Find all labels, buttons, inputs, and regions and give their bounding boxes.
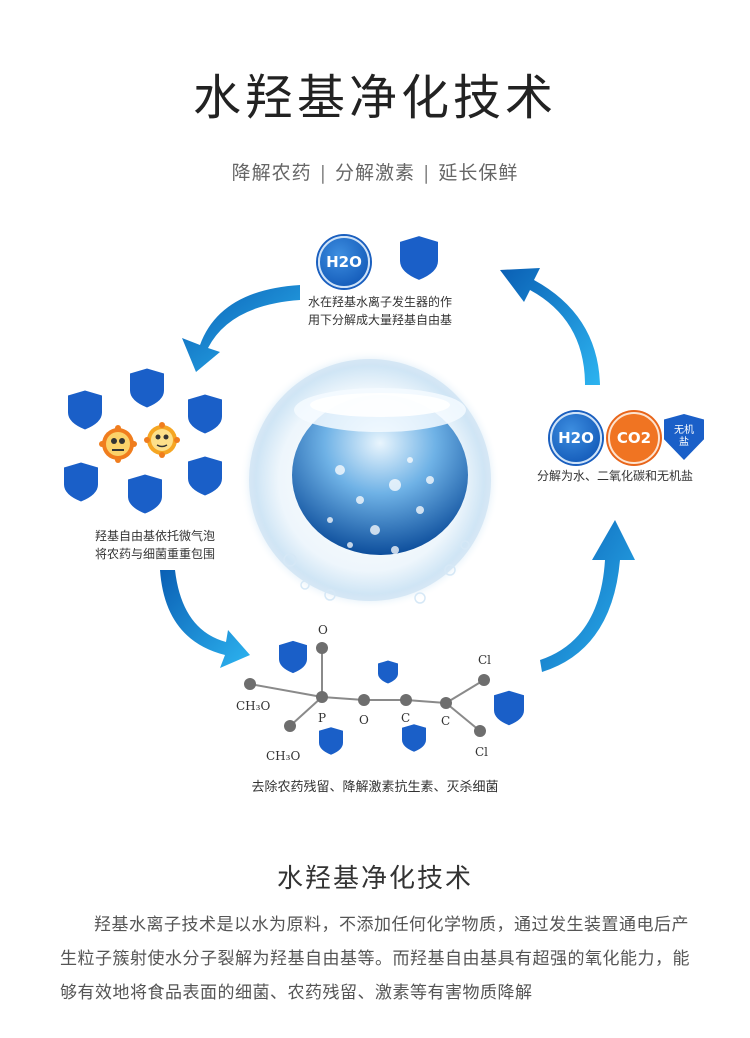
right-step-caption: 分解为水、二氧化碳和无机盐 [536, 469, 693, 483]
caption-line: 羟基自由基依托微气泡 [94, 529, 215, 543]
atom-label-c: C [441, 714, 450, 728]
h2o-badge: H2O [318, 236, 370, 288]
atom-label-ch3o: CH₃O [266, 749, 300, 763]
curved-arrow-icon [182, 285, 300, 372]
shield-icon [402, 724, 426, 752]
h2o-badge: H2O [550, 412, 602, 464]
atom [316, 642, 328, 654]
curved-arrow-icon [160, 570, 250, 668]
curved-arrow-icon [540, 520, 635, 672]
shield-icon [494, 690, 524, 726]
shield-icon [319, 727, 343, 755]
subtitle-item-hormone: 分解激素 [334, 162, 415, 184]
water-sphere [240, 350, 500, 610]
shield-icon [378, 660, 398, 684]
caption-line: 水在羟基水离子发生器的作 [307, 295, 452, 309]
section-paragraph: 羟基水离子技术是以水为原料，不添加任何化学物质，通过发生装置通电后产生粒子簇射使… [60, 915, 690, 1003]
atom-label-cl: Cl [475, 745, 488, 759]
page-title: 水羟基净化技术 [192, 70, 557, 126]
subtitle-separator: | [319, 162, 327, 184]
shield-icon [64, 462, 98, 502]
atom [358, 694, 370, 706]
shield-icon [128, 474, 162, 514]
caption-line: 将农药与细菌重重包围 [94, 547, 215, 561]
purification-cycle-diagram: O CH₃O CH₃O P O C C Cl Cl [64, 236, 635, 763]
shield-icon [279, 640, 307, 674]
subtitle-separator: | [423, 162, 431, 184]
atom-label-p: P [318, 711, 326, 725]
subtitle-item-freshness: 延长保鲜 [438, 162, 519, 184]
atom [474, 725, 486, 737]
atom-label-o-top: O [318, 623, 328, 637]
virus-icon [99, 425, 137, 463]
section-title: 水羟基净化技术 [276, 864, 473, 894]
atom [478, 674, 490, 686]
subtitle-item-pesticide: 降解农药 [231, 162, 312, 184]
shield-icon [188, 456, 222, 496]
shield-icon [400, 236, 438, 280]
atom [440, 697, 452, 709]
salt-label: 盐 [679, 437, 689, 448]
co2-badge: CO2 [608, 412, 660, 464]
atom-label-ch3o: CH₃O [236, 699, 270, 713]
curved-arrow-icon [500, 268, 600, 385]
atom-label-cl: Cl [478, 653, 491, 667]
shield-icon [68, 390, 102, 430]
atom-label-o-mid: O [359, 713, 369, 727]
atom [284, 720, 296, 732]
left-step-caption: 羟基自由基依托微气泡 将农药与细菌重重包围 [70, 527, 240, 563]
virus-icon [144, 422, 180, 458]
shield-icon [130, 368, 164, 408]
bottom-step-caption: 去除农药残留、降解激素抗生素、灭杀细菌 [251, 780, 499, 795]
caption-line: 用下分解成大量羟基自由基 [307, 313, 452, 327]
atom [400, 694, 412, 706]
salt-label: 无机 [674, 425, 694, 436]
atom [244, 678, 256, 690]
subtitle: 降解农药 | 分解激素 | 延长保鲜 [0, 158, 750, 185]
top-step-caption: 水在羟基水离子发生器的作 用下分解成大量羟基自由基 [280, 293, 480, 329]
pesticide-molecule: O CH₃O CH₃O P O C C Cl Cl [236, 623, 524, 763]
atom-label-c: C [401, 711, 410, 725]
shield-icon [188, 394, 222, 434]
left-shield-cluster [64, 368, 222, 514]
atom [316, 691, 328, 703]
